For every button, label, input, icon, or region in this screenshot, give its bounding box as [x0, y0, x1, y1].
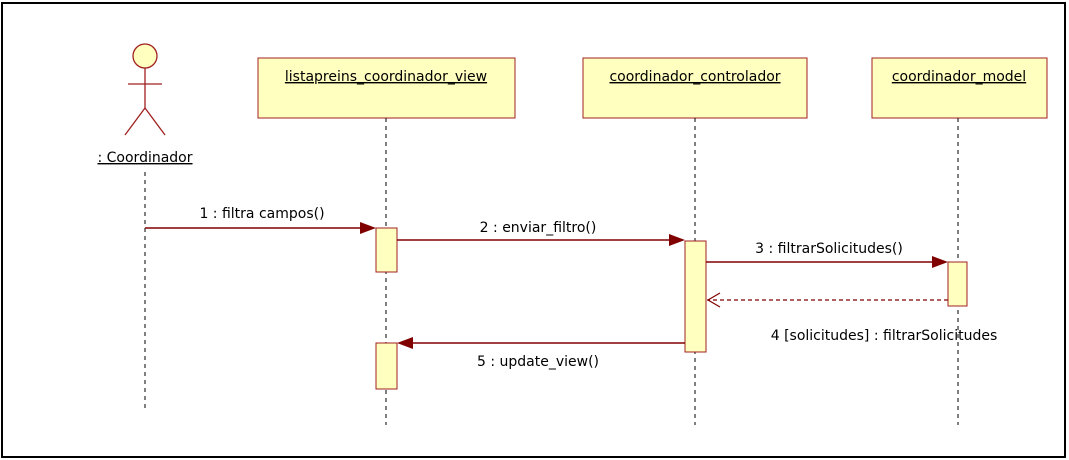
- participant-box-controlador: [582, 57, 808, 119]
- activation-model: [947, 261, 968, 307]
- message-5-label: 5 : update_view(): [477, 354, 599, 370]
- participant-label-view: listapreins_coordinador_view: [285, 69, 487, 85]
- message-2-label: 2 : enviar_filtro(): [480, 220, 597, 236]
- activation-controlador: [684, 240, 707, 353]
- message-5-arrowhead-icon: [397, 337, 413, 349]
- activation-view-2: [375, 342, 398, 390]
- message-4-label: 4 [solicitudes] : filtrarSolicitudes: [771, 328, 998, 344]
- message-4-open-arrowhead-icon: [706, 292, 721, 308]
- participant-model: coordinador_model: [871, 57, 1048, 119]
- message-1-label: 1 : filtra campos(): [199, 206, 324, 222]
- message-2-arrowhead-icon: [669, 234, 685, 246]
- participant-label-controlador: coordinador_controlador: [609, 69, 780, 85]
- participant-controlador: coordinador_controlador: [582, 57, 808, 119]
- stick-figure-actor-icon: [124, 43, 166, 136]
- participant-box-model: [871, 57, 1048, 119]
- participant-box-view: [257, 57, 516, 119]
- participant-label-model: coordinador_model: [892, 69, 1026, 85]
- message-3-arrowhead-icon: [932, 256, 948, 268]
- activation-view-1: [375, 227, 398, 273]
- participant-view: listapreins_coordinador_view: [257, 57, 516, 119]
- actor-label: : Coordinador: [97, 150, 192, 166]
- message-1-arrowhead-icon: [360, 222, 376, 234]
- message-3-label: 3 : filtrarSolicitudes(): [755, 241, 903, 257]
